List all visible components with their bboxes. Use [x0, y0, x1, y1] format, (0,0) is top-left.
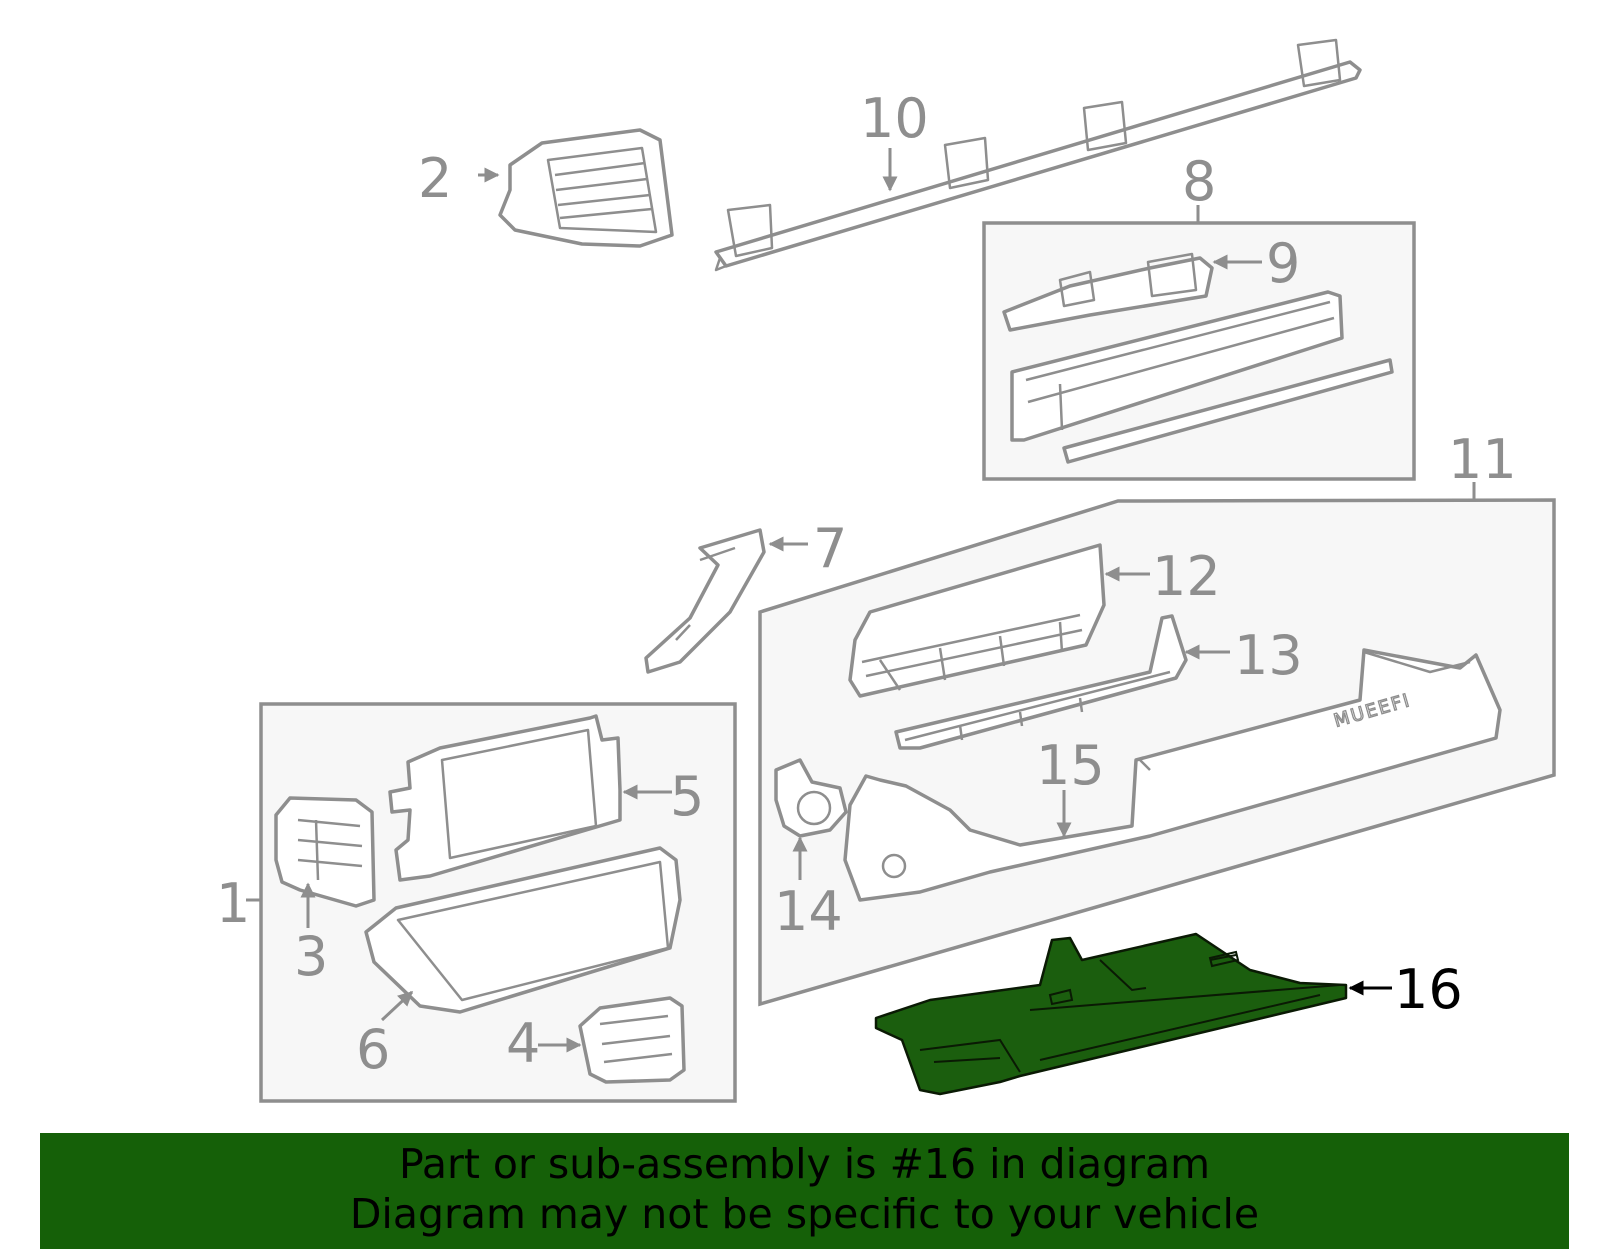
part-8-support	[1010, 290, 1394, 464]
callout-10: 10	[860, 87, 929, 150]
part-14-clip	[774, 758, 848, 838]
leader-lines	[246, 148, 1476, 1053]
part-15-instrument-panel	[843, 648, 1502, 902]
part-10-rail	[714, 38, 1362, 272]
banner-line-2: Diagram may not be specific to your vehi…	[349, 1190, 1260, 1238]
part-5-display-bracket	[388, 714, 622, 882]
part-3-side-vent	[274, 796, 376, 908]
part-16-glove-box	[874, 932, 1348, 1096]
part-2-air-vent	[498, 128, 674, 248]
callout-9: 9	[1266, 232, 1300, 295]
callout-6: 6	[356, 1018, 390, 1081]
part-12-vent-assembly	[848, 543, 1106, 698]
notice-banner: Part or sub-assembly is #16 in diagram D…	[40, 1133, 1569, 1249]
callout-3: 3	[294, 925, 328, 988]
callout-7: 7	[813, 517, 847, 580]
callout-15: 15	[1036, 734, 1105, 797]
callout-14: 14	[774, 880, 843, 943]
part-9-bracket	[1002, 252, 1214, 332]
callout-4: 4	[506, 1012, 540, 1075]
part-4-lower-vent	[578, 996, 686, 1084]
callout-13: 13	[1234, 624, 1303, 687]
callout-12: 12	[1152, 545, 1221, 608]
part-6-display-bezel	[364, 846, 682, 1014]
callout-8: 8	[1182, 150, 1216, 213]
callout-16: 16	[1394, 958, 1463, 1021]
part-13-panel-strip	[894, 614, 1188, 750]
callout-2: 2	[418, 147, 452, 210]
callout-11: 11	[1448, 428, 1517, 491]
part-7-trim	[644, 528, 766, 674]
banner-line-1: Part or sub-assembly is #16 in diagram	[398, 1140, 1211, 1188]
callout-5: 5	[670, 765, 704, 828]
callout-1: 1	[216, 872, 250, 935]
